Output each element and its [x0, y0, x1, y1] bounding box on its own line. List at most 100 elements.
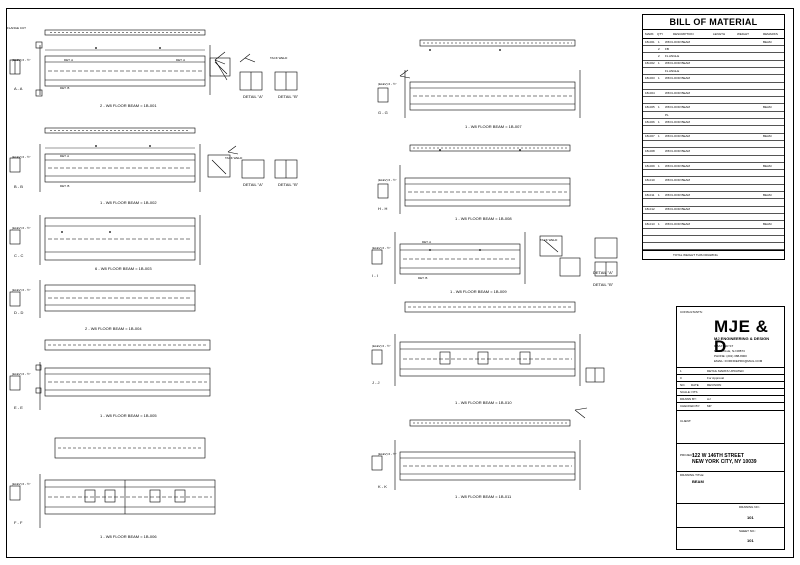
- bom-header-length: LENGTH: [713, 32, 726, 36]
- sheet-no: 101: [747, 538, 754, 543]
- bom-cell-mark: 1B-012: [645, 207, 655, 212]
- beam-drawing-1b-006: [9, 437, 216, 528]
- bill-of-material-table: BILL OF MATERIAL MARK QTY DESCRIPTION LE…: [642, 14, 785, 260]
- bom-cell-description: W8 FLOOR BEAM: [665, 149, 691, 153]
- elev-label-11: (ELEV) 6 - ½": [378, 452, 397, 456]
- bom-cell-remarks: BEAM: [763, 163, 772, 168]
- bom-total-row: TOTAL WEIGHT THIS DRAWING: [643, 250, 784, 259]
- elev-label-5: (ELEV) 6 - ½": [12, 372, 31, 376]
- beam-drawing-1b-011: [371, 407, 588, 490]
- bom-cell-description: W8 FLOOR BEAM: [665, 105, 691, 110]
- bom-row: [643, 155, 784, 163]
- detail-label-1a: DETAIL "A": [243, 94, 264, 99]
- section-label-2: B - B: [14, 184, 23, 189]
- revision-desc-2: For Approval: [707, 376, 725, 380]
- beam-drawing-1b-005: [9, 339, 211, 410]
- company-name: MJ ENGINEERING & DESIGN: [714, 336, 770, 341]
- rev-head-desc: REVISION: [707, 383, 722, 387]
- bom-header-description: DESCRIPTION: [673, 32, 694, 36]
- drawing-no: 101: [747, 515, 754, 520]
- elev-label-2: (ELEV) 6 - ½": [12, 155, 31, 159]
- bom-cell-description: W8 FLOOR BEAM: [665, 39, 691, 44]
- bom-row: [643, 228, 784, 236]
- bom-cell-description: W8 FLOOR BEAM: [665, 134, 691, 139]
- bom-cell-mark: 1B-013: [645, 222, 655, 226]
- drawn-label: DRAWN BY:: [680, 397, 697, 401]
- checked-value: MP: [707, 404, 712, 408]
- tack-weld-label: TACK WELD: [270, 56, 288, 60]
- bom-row: [643, 96, 784, 105]
- tack-weld-label-9: TACK WELD: [540, 238, 558, 242]
- det-a-label-2: DET. A: [60, 154, 70, 158]
- project-address-1: 122 W 146TH STREET: [692, 453, 744, 459]
- rev-head-date: DATE: [691, 383, 699, 387]
- drawing-no-label: DRAWING NO.:: [739, 505, 761, 509]
- bom-row: [643, 199, 784, 207]
- det-b-label-2: DET. B: [60, 184, 70, 188]
- bom-cell-description: FL ANGLE: [665, 68, 680, 73]
- section-label-6: F - F: [14, 520, 23, 525]
- company-address-1: 9 BAXTER ST: [714, 344, 734, 348]
- bom-cell-description: PL: [665, 112, 669, 117]
- det-a-label-1r: DET. A: [176, 58, 186, 62]
- det-a-label-1: DET. A: [64, 58, 74, 62]
- beam-drawing-1b-003: [9, 215, 201, 265]
- drawing-caption-6: 1 - W8 FLOOR BEAM = 1B-006: [100, 534, 157, 539]
- bom-header-weight: WEIGHT: [737, 32, 749, 36]
- bom-row: [643, 235, 784, 244]
- detail-label-1b: DETAIL "B": [278, 94, 299, 99]
- bom-cell-qty: 1: [658, 134, 660, 139]
- section-label-11: K - K: [378, 484, 387, 489]
- project-label: PROJECT:: [680, 453, 695, 457]
- client-label: CLIENT:: [680, 419, 692, 423]
- section-label-3: C - C: [14, 253, 24, 258]
- drawing-title: BEAM: [692, 479, 704, 484]
- bom-row: PL: [643, 111, 784, 119]
- company-address-2: MARLVILLE, NJ 08873: [714, 349, 745, 353]
- section-label-7: G - G: [378, 110, 388, 115]
- elev-label-3: (ELEV) 6 - ½": [12, 226, 31, 230]
- checked-label: CHECKED BY:: [680, 404, 701, 408]
- tack-weld-label-2: TACK WELD: [225, 156, 243, 160]
- drawing-caption-2: 1 - W8 FLOOR BEAM = 1B-002: [100, 200, 157, 205]
- bom-cell-remarks: BEAM: [763, 39, 772, 44]
- bom-cell-qty: 1: [658, 119, 660, 124]
- bom-cell-description: W8 FLOOR BEAM: [665, 163, 691, 168]
- bom-cell-description: FB: [665, 46, 669, 51]
- beam-drawing-1b-004: [9, 280, 196, 318]
- bom-cell-mark: 1B-011: [645, 192, 655, 197]
- bom-cell-remarks: BEAM: [763, 105, 772, 110]
- bom-cell-remarks: BEAM: [763, 192, 772, 197]
- bom-row: [643, 126, 784, 134]
- flange-cut-label: FLANGE CUT: [7, 26, 27, 30]
- bom-cell-qty: 1: [658, 105, 660, 110]
- bom-title: BILL OF MATERIAL: [669, 17, 758, 27]
- drawing-caption-3: 6 - W8 FLOOR BEAM = 1B-003: [95, 266, 152, 271]
- bom-cell-description: W8 FLOOR BEAM: [665, 119, 691, 124]
- bom-row: [643, 242, 784, 251]
- bom-cell-description: W8 FLOOR BEAM: [665, 61, 691, 66]
- bom-cell-mark: 1B-006: [645, 119, 655, 124]
- bom-cell-mark: 1B-008: [645, 149, 655, 153]
- revision-desc-1: DETAIL MARKS UPDATED: [707, 369, 744, 373]
- elev-label-1: (ELEV) 6 - ½": [12, 58, 31, 62]
- drawing-caption-5: 1 - W8 FLOOR BEAM = 1B-005: [100, 413, 157, 418]
- company-phone: PHONE: (201) 388-8000: [714, 354, 747, 358]
- drawing-caption-11: 1 - W8 FLOOR BEAM = 1B-011: [455, 494, 512, 499]
- bom-cell-qty: 1: [658, 163, 660, 168]
- section-label-1: A - A: [14, 86, 23, 91]
- drawing-caption-10: 1 - W8 FLOOR BEAM = 1B-010: [455, 400, 512, 405]
- bom-cell-description: W8 FLOOR BEAM: [665, 222, 691, 226]
- section-label-10: J - J: [372, 380, 380, 385]
- beam-drawing-1b-002: [9, 127, 298, 192]
- bom-cell-mark: 1B-003: [645, 76, 655, 80]
